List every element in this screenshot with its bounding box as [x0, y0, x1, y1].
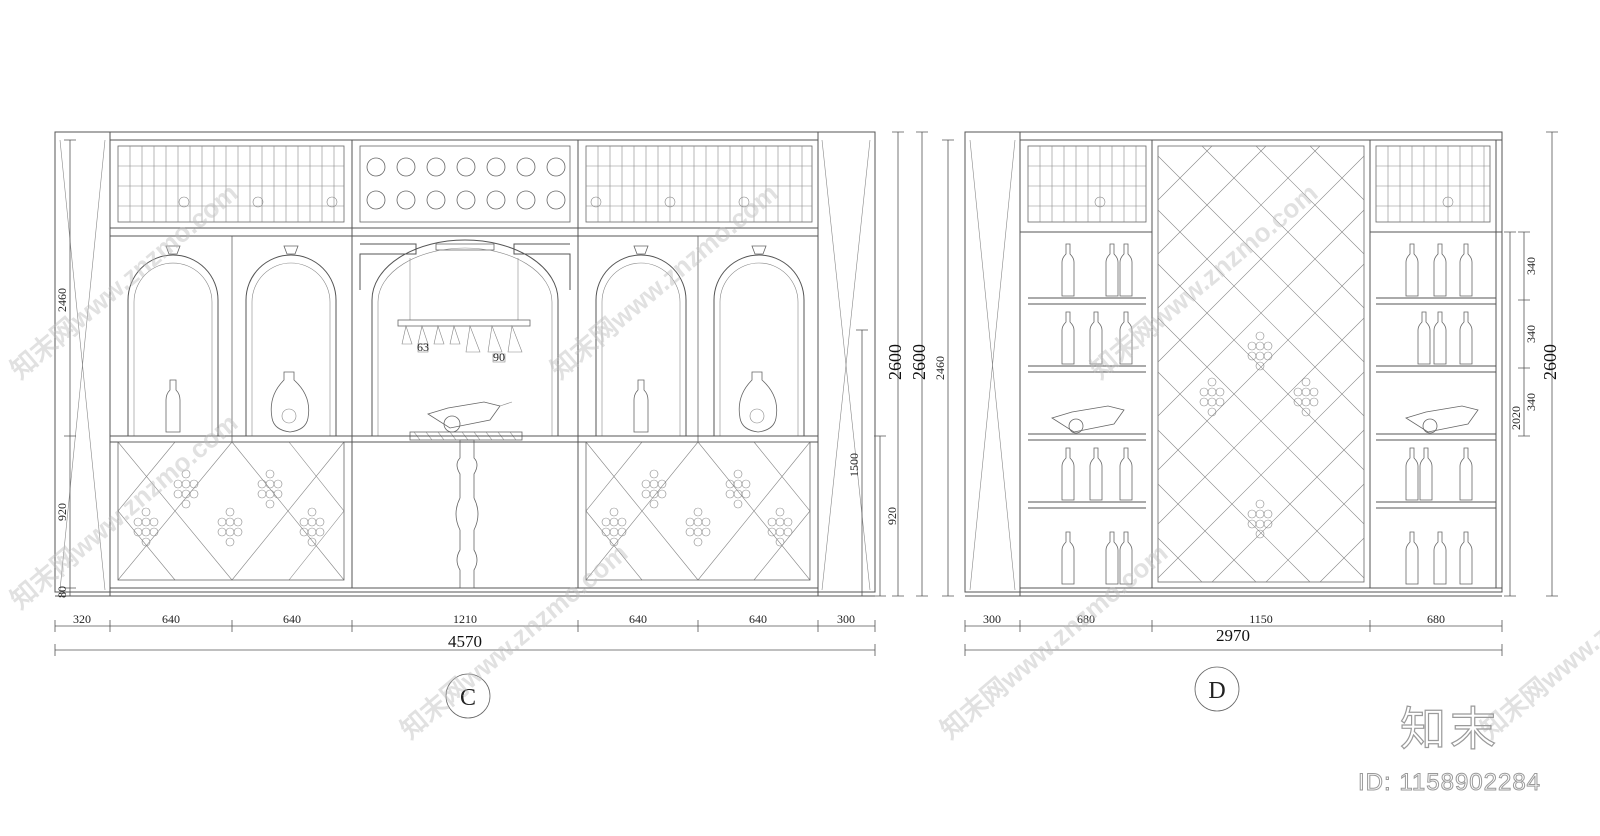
- dim-d-300: 300: [983, 612, 1001, 626]
- dim-c-640-a: 640: [162, 612, 180, 626]
- dim-c-2600-a: 2600: [885, 344, 905, 380]
- top-center-circles: [366, 157, 566, 210]
- width-dimensions-d: 300 680 1150 680 2970: [964, 612, 1503, 656]
- dim-d-2460: 2460: [933, 356, 947, 380]
- id-text: ID: 1158902284: [1358, 769, 1541, 796]
- watermark-text: 知末网www.znzmo.com: [545, 177, 784, 384]
- arch-niches: [127, 245, 805, 436]
- elevation-c-label: C: [460, 685, 476, 711]
- elevation-d-label-circle: [1194, 666, 1240, 712]
- elevation-c: 63 90: [54, 131, 905, 719]
- watermark-text: 知末网www.znzmo.com: [395, 537, 634, 744]
- dim-d-2600: 2600: [1540, 344, 1560, 380]
- dim-c-920-right: 920: [885, 507, 899, 525]
- display-bottles: [165, 371, 778, 433]
- dim-d-2020: 2020: [1509, 406, 1523, 430]
- dim-d-680-a: 680: [1077, 612, 1095, 626]
- dim-c-920-left: 920: [55, 503, 69, 521]
- dim-c-300: 300: [837, 612, 855, 626]
- dim-d-340-a: 340: [1524, 257, 1538, 275]
- height-dimensions-c: 2460 920 80 1500 920 2600: [55, 131, 905, 598]
- dim-c-1210: 1210: [453, 612, 477, 626]
- diamond-lattice-d: [1157, 145, 1365, 583]
- elevation-d-label: D: [1208, 678, 1225, 704]
- dim-c-2600-b: 2600: [909, 344, 929, 380]
- brand-logo-text: 知末: [1400, 703, 1500, 755]
- dim-c-640-c: 640: [629, 612, 647, 626]
- elevation-d: 300 680 1150 680 2970 2460 340 340 340 2…: [909, 131, 1560, 712]
- height-dimensions-d: 2460 340 340 340 2020 2600 2600: [909, 131, 1560, 597]
- dim-c-320: 320: [73, 612, 91, 626]
- watermark-layer: 知末网www.znzmo.com 知末网www.znzmo.com 知末网www…: [5, 177, 1600, 796]
- dim-d-340-c: 340: [1524, 393, 1538, 411]
- glass-tag-63: 63: [417, 340, 429, 354]
- center-bar: 63 90: [359, 239, 571, 589]
- dim-c-640-b: 640: [283, 612, 301, 626]
- dim-c-total: 4570: [448, 632, 482, 651]
- dim-d-total: 2970: [1216, 626, 1250, 645]
- dim-d-680-b: 680: [1427, 612, 1445, 626]
- diamond-lattice-c: [117, 441, 811, 581]
- dim-c-1500: 1500: [847, 453, 861, 477]
- watermark-text: 知末网www.znzmo.com: [935, 537, 1174, 744]
- glass-tag-90: 90: [493, 350, 505, 364]
- shelf-bottles-d: [1051, 243, 1479, 585]
- elevation-c-label-circle: [445, 673, 491, 719]
- dim-c-640-d: 640: [749, 612, 767, 626]
- top-cubby-grid: [118, 146, 812, 222]
- width-dimensions-c: 320 640 640 1210 640 640 300 4570: [54, 612, 876, 656]
- bottle-clusters-c: [133, 469, 793, 547]
- bottle-clusters-d: [1199, 331, 1319, 539]
- watermark-text: 知末网www.znzmo.com: [5, 177, 244, 384]
- dim-d-340-b: 340: [1524, 325, 1538, 343]
- watermark-text: 知末网www.znzmo.com: [5, 407, 244, 614]
- dim-c-80: 80: [55, 586, 69, 598]
- dim-c-2460: 2460: [55, 288, 69, 312]
- dim-d-1150: 1150: [1249, 612, 1273, 626]
